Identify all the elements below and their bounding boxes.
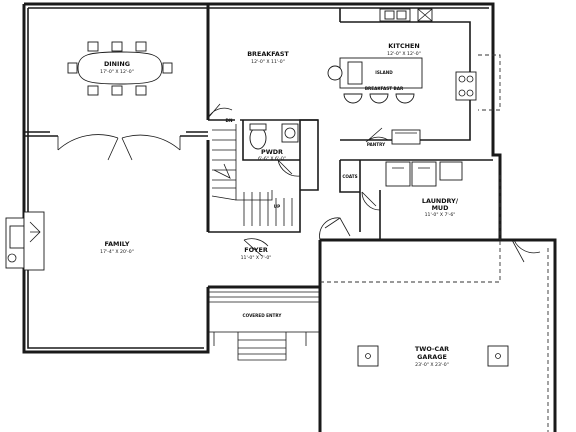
dining-table: [67, 41, 173, 96]
label-foyer: FOYER: [244, 246, 268, 254]
mud-doors: [319, 191, 541, 263]
dims-foyer: 11'-0" X 7'-0": [241, 255, 272, 261]
label-garage: GARAGE: [417, 353, 447, 361]
label-pwdr: PWDR: [261, 148, 283, 156]
double-doors: [57, 134, 181, 161]
dims-kitchen: 12'-0" X 12'-0": [387, 51, 421, 57]
label-dining: DINING: [104, 60, 130, 68]
room-labels: DINING 17'-0" X 12'-0" BREAKFAST 12'-0" …: [100, 42, 459, 368]
label-stair-dn: DN: [226, 118, 233, 123]
pantry-door: [365, 127, 389, 143]
dims-garage: 23'-0" X 23'-0": [415, 362, 449, 368]
kitchen-fixtures: [379, 8, 501, 145]
label-breakfast: BREAKFAST: [247, 50, 289, 58]
label-covered-entry: COVERED ENTRY: [243, 313, 283, 318]
laundry-appliances: [385, 161, 501, 240]
fireplace: [5, 211, 45, 271]
covered-entry: [207, 286, 321, 361]
label-mud: MUD: [432, 204, 449, 212]
powder-fixtures: [249, 123, 301, 177]
foyer-doors: [243, 238, 269, 257]
kitchen-island: [327, 57, 423, 104]
breakfast-door: [207, 103, 233, 119]
dims-pwdr: 6'-6" X 6'-0": [258, 156, 286, 162]
dims-breakfast: 12'-0" X 11'-0": [251, 59, 285, 65]
label-two-car: TWO-CAR: [415, 345, 449, 353]
dims-laundry: 11'-0" X 7'-6": [425, 212, 456, 218]
label-family: FAMILY: [104, 240, 129, 248]
label-kitchen: KITCHEN: [388, 42, 419, 50]
label-pantry: PANTRY: [367, 142, 386, 147]
label-stair-up: UP: [274, 204, 280, 209]
dims-dining: 17'-0" X 12'-0": [100, 69, 134, 75]
dims-family: 17'-4" X 20'-0": [100, 249, 134, 255]
label-coats: COATS: [342, 174, 357, 179]
garage-outline: [320, 240, 549, 432]
label-breakfast-bar: BREAKFAST BAR: [365, 86, 404, 91]
label-laundry: LAUNDRY/: [422, 197, 459, 205]
label-island: ISLAND: [375, 70, 393, 75]
staircase: [211, 124, 293, 226]
